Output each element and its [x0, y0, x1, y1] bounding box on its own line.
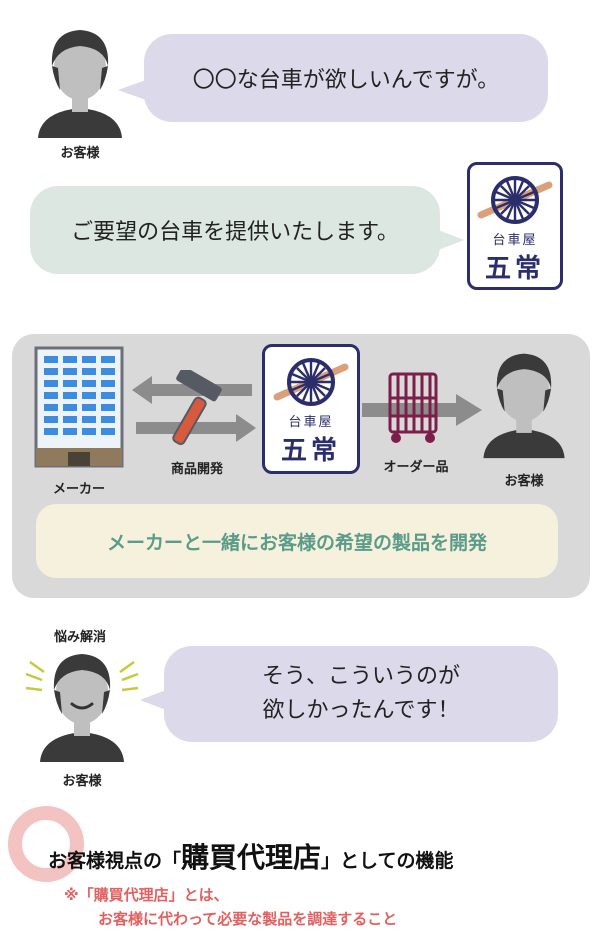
wheel-logo-icon: [273, 358, 349, 406]
satisfied-text-line2: 欲しかったんです！: [262, 698, 460, 723]
building-icon: [34, 346, 124, 468]
bubble-tail-3: [140, 690, 166, 710]
order-label: オーダー品: [383, 460, 449, 475]
note-line-2: お客様に代わって必要な製品を調達すること: [98, 910, 398, 928]
company-logo-1: 台車屋 五常: [467, 162, 563, 290]
maker-building: [34, 344, 124, 472]
note-line-1: ※「購買代理店」とは、: [64, 886, 229, 904]
logo-small-text: 台車屋: [492, 233, 538, 248]
title-highlight: 購買代理店: [181, 841, 322, 874]
company-logo-2: 台車屋 五常: [262, 344, 360, 474]
banner-text: メーカーと一緒にお客様の希望の製品を開発: [106, 531, 487, 554]
customer-label-3: お客様: [62, 774, 102, 789]
satisfied-text-line1: そう、こういうのが: [261, 664, 460, 689]
cart-icon: [384, 368, 444, 444]
title-suffix: 」としての機能: [321, 850, 454, 872]
logo-small-text: 台車屋: [288, 415, 334, 430]
customer-avatar-1: [30, 20, 130, 140]
reply-bubble: ご要望の台車を提供いたします。: [30, 186, 440, 274]
dev-label: 商品開発: [170, 462, 223, 477]
satisfied-bubble: そう、こういうのが 欲しかったんです！: [164, 646, 558, 742]
person-icon: [483, 353, 565, 459]
relief-label: 悩み解消: [53, 630, 106, 645]
customer-label-2: お客様: [504, 474, 544, 489]
customer-label-1: お客様: [60, 146, 100, 161]
happy-customer-avatar: [22, 640, 142, 764]
request-text: 〇〇な台車が欲しいんですが。: [192, 68, 500, 93]
development-banner: メーカーと一緒にお客様の希望の製品を開発: [36, 504, 558, 578]
bubble-tail-1: [118, 80, 146, 100]
double-arrow-icon: [132, 376, 256, 442]
happy-person-icon: [25, 654, 139, 762]
reply-text: ご要望の台車を提供いたします。: [71, 220, 399, 245]
logo-big-text: 五常: [484, 254, 545, 284]
customer-avatar-2: [474, 344, 574, 460]
feature-title: お客様視点の「購買代理店」としての機能: [48, 836, 453, 876]
wheel-logo-icon: [477, 176, 553, 224]
logo-big-text: 五常: [280, 436, 341, 466]
request-bubble: 〇〇な台車が欲しいんですが。: [144, 34, 548, 122]
title-prefix: お客様視点の「: [48, 850, 182, 872]
person-icon: [38, 30, 122, 138]
hammer-icon: [164, 366, 234, 450]
bidirectional-arrows: [132, 376, 256, 442]
bubble-tail-2: [438, 230, 464, 250]
maker-label: メーカー: [52, 482, 105, 497]
